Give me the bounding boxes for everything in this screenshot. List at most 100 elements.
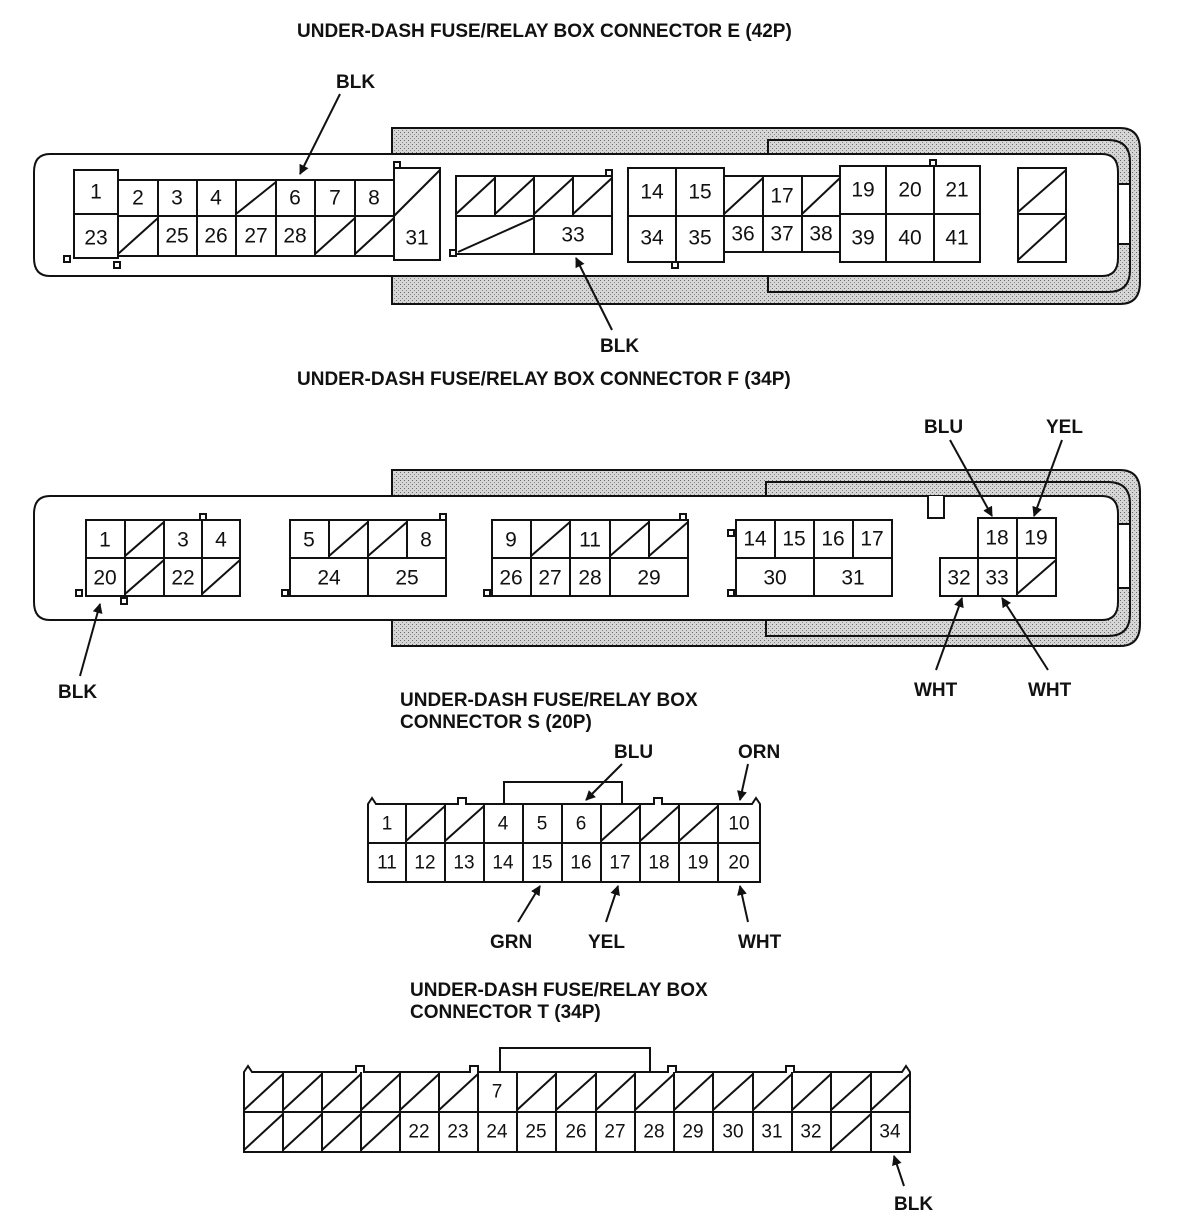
pin-label: 25	[165, 225, 188, 248]
connector-e: UNDER-DASH FUSE/RELAY BOX CONNECTOR E (4…	[33, 21, 1141, 331]
connector-s-grn-arrow	[517, 885, 541, 923]
connector-s-grn-label: GRN	[490, 932, 532, 953]
pin-label: 27	[244, 225, 267, 248]
connector-t-blk-label: BLK	[894, 1194, 933, 1215]
pin-label: 33	[985, 567, 1008, 590]
pin-label: 4	[215, 529, 227, 552]
pin-label: 30	[763, 567, 786, 590]
connector-s-orn-arrow	[737, 763, 749, 801]
pin-label: 20	[728, 853, 749, 874]
connector-s	[367, 763, 761, 923]
connector-t-title-line2: CONNECTOR T (34P)	[410, 1002, 601, 1023]
connector-f-blu-label: BLU	[924, 417, 963, 438]
connector-f-blk-arrow	[79, 603, 103, 677]
pin-label: 16	[570, 853, 591, 874]
connector-t-body	[243, 1064, 911, 1153]
pin-label: 40	[898, 227, 921, 250]
pin-label: 32	[800, 1122, 821, 1143]
pin-label: 3	[177, 529, 189, 552]
connector-f: UNDER-DASH FUSE/RELAY BOX CONNECTOR F (3…	[33, 369, 1141, 677]
connector-f-title: UNDER-DASH FUSE/RELAY BOX CONNECTOR F (3…	[297, 369, 791, 390]
pin-label: 31	[761, 1122, 782, 1143]
pin-label: 8	[420, 529, 432, 552]
pin-label: 27	[604, 1122, 625, 1143]
pin-label: 6	[576, 814, 587, 835]
pin-label: 28	[283, 225, 306, 248]
pin-label: 24	[317, 567, 341, 590]
connector-s-wht-arrow	[737, 885, 749, 923]
pin-label: 17	[770, 185, 793, 208]
connector-s-orn-label: ORN	[738, 742, 780, 763]
connector-f-wht-right-label: WHT	[1028, 680, 1072, 701]
pin-label: 11	[377, 853, 397, 874]
pin-label: 36	[731, 223, 754, 246]
pin-label: 38	[809, 223, 832, 246]
pin-label: 34	[879, 1122, 901, 1143]
pin-label: 29	[682, 1122, 703, 1143]
pin-label: 16	[821, 528, 844, 551]
connector-s-wht-label: WHT	[738, 932, 782, 953]
pin-label: 25	[525, 1122, 546, 1143]
pin-label: 4	[210, 187, 222, 210]
connector-s-blu-label: BLU	[614, 742, 653, 763]
connector-t-blk-arrow	[892, 1155, 905, 1187]
connector-t-title-line1: UNDER-DASH FUSE/RELAY BOX	[410, 980, 708, 1001]
pin-label: 31	[841, 567, 864, 590]
connector-t-pins: 7 22 23 24 25 26 27 28 29 30 31 32 34	[408, 1082, 901, 1143]
pin-label: 1	[90, 181, 102, 204]
connector-t-latch	[499, 1047, 651, 1073]
pin-label: 27	[538, 567, 561, 590]
pin-label: 10	[728, 814, 749, 835]
connector-e-blk-label-top: BLK	[336, 72, 375, 93]
pin-label: 15	[531, 853, 552, 874]
pin-label: 14	[743, 528, 767, 551]
connector-f-blu-arrow	[949, 439, 993, 517]
pin-label: 5	[537, 814, 548, 835]
connector-s-blu-arrow	[585, 763, 623, 801]
pin-label: 22	[171, 567, 194, 590]
pin-label: 35	[688, 227, 711, 250]
connector-e-blk-arrow-bottom	[575, 257, 613, 331]
pin-label: 13	[453, 853, 474, 874]
connector-f-pins: 1 3 4 5 8 9 11 14 15 16 17 18 19 20 22 2…	[93, 527, 1047, 590]
connector-s-title-line2: CONNECTOR S (20P)	[400, 712, 592, 733]
connector-e-pins: 1 2 3 4 6 7 8 14 15 17 19 20 21 23 25 26…	[84, 179, 968, 250]
connector-s-yel-arrow	[605, 885, 620, 923]
pin-label: 7	[329, 187, 341, 210]
pin-label: 18	[648, 853, 669, 874]
pin-label: 14	[640, 181, 664, 204]
pin-label: 20	[898, 179, 921, 202]
pin-label: 6	[289, 187, 301, 210]
pin-label: 33	[561, 224, 584, 247]
connector-f-wht-right-arrow	[1001, 597, 1049, 671]
pin-label: 29	[637, 567, 660, 590]
pin-label: 1	[99, 529, 111, 552]
pin-label: 23	[84, 227, 107, 250]
pin-label: 25	[395, 567, 418, 590]
pin-label: 31	[405, 227, 428, 250]
connector-s-body	[367, 796, 761, 883]
pin-label: 4	[498, 814, 509, 835]
pin-label: 8	[368, 187, 380, 210]
connector-f-yel-label: YEL	[1046, 417, 1083, 438]
pin-label: 3	[171, 187, 183, 210]
pin-label: 28	[578, 567, 601, 590]
pin-label: 17	[609, 853, 630, 874]
pin-label: 7	[492, 1082, 503, 1103]
pin-label: 34	[640, 227, 664, 250]
pin-label: 28	[643, 1122, 664, 1143]
pin-label: 20	[93, 567, 116, 590]
pin-label: 15	[688, 181, 711, 204]
pin-label: 9	[505, 529, 517, 552]
connector-f-wht-left-label: WHT	[914, 680, 958, 701]
connector-f-yel-arrow	[1032, 439, 1063, 517]
pin-label: 15	[782, 528, 805, 551]
pin-label: 26	[204, 225, 227, 248]
pin-label: 12	[414, 853, 435, 874]
pin-label: 22	[408, 1122, 429, 1143]
pin-label: 41	[945, 227, 968, 250]
connector-s-yel-label: YEL	[588, 932, 625, 953]
pin-label: 30	[722, 1122, 743, 1143]
connector-s-title-line1: UNDER-DASH FUSE/RELAY BOX	[400, 690, 698, 711]
